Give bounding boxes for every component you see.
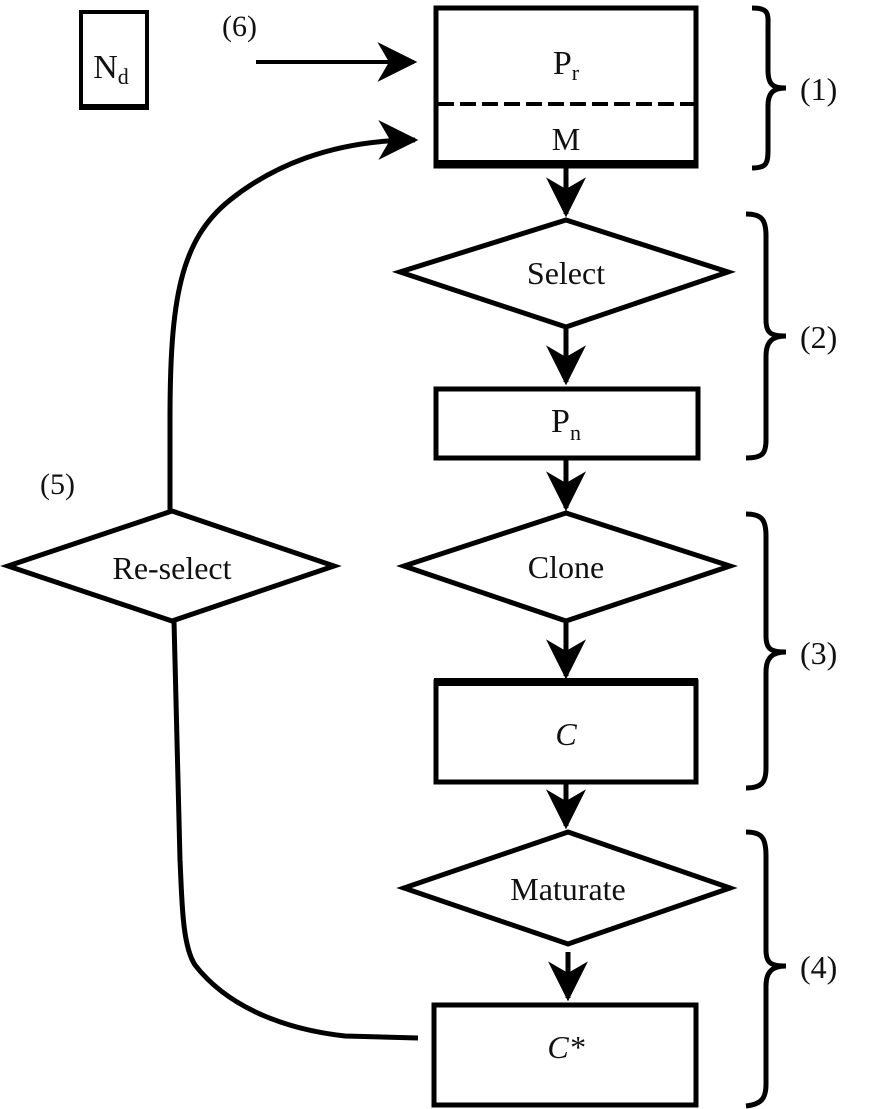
step-label-1: (1) (800, 71, 837, 107)
maturate-label: Maturate (510, 871, 626, 907)
brace-3 (745, 511, 787, 791)
reselect-diamond: Re-select (0, 508, 342, 624)
edge-label-6: (6) (222, 10, 257, 43)
c-box: C (433, 678, 699, 785)
brace-2 (745, 211, 787, 461)
clone-diamond: Clone (396, 510, 738, 624)
nd-label: Nd (93, 49, 129, 89)
m-label: M (552, 121, 580, 157)
edge-label-5: (5) (40, 468, 75, 501)
step-label-2: (2) (800, 319, 837, 355)
nd-box: Nd (79, 10, 149, 110)
brace-4 (745, 829, 787, 1109)
pr-label: Pr (553, 45, 580, 85)
step-label-3: (3) (800, 635, 837, 671)
clone-label: Clone (528, 549, 604, 585)
pr-m-box: Pr M (433, 5, 699, 169)
maturate-diamond: Maturate (396, 829, 738, 947)
reselect-label: Re-select (112, 550, 231, 586)
select-diamond: Select (391, 217, 736, 330)
arrow-reselect-to-m (167, 120, 419, 511)
cstar-label: C* (547, 1029, 584, 1065)
select-label: Select (527, 255, 605, 291)
brace-1 (751, 5, 787, 171)
pn-box: Pn (433, 386, 701, 461)
step-label-4: (4) (800, 949, 837, 985)
c-label: C (555, 716, 577, 752)
cstar-box: C* (431, 1002, 699, 1108)
pn-label: Pn (551, 403, 581, 445)
connector-cstar-to-reselect (171, 620, 419, 1041)
